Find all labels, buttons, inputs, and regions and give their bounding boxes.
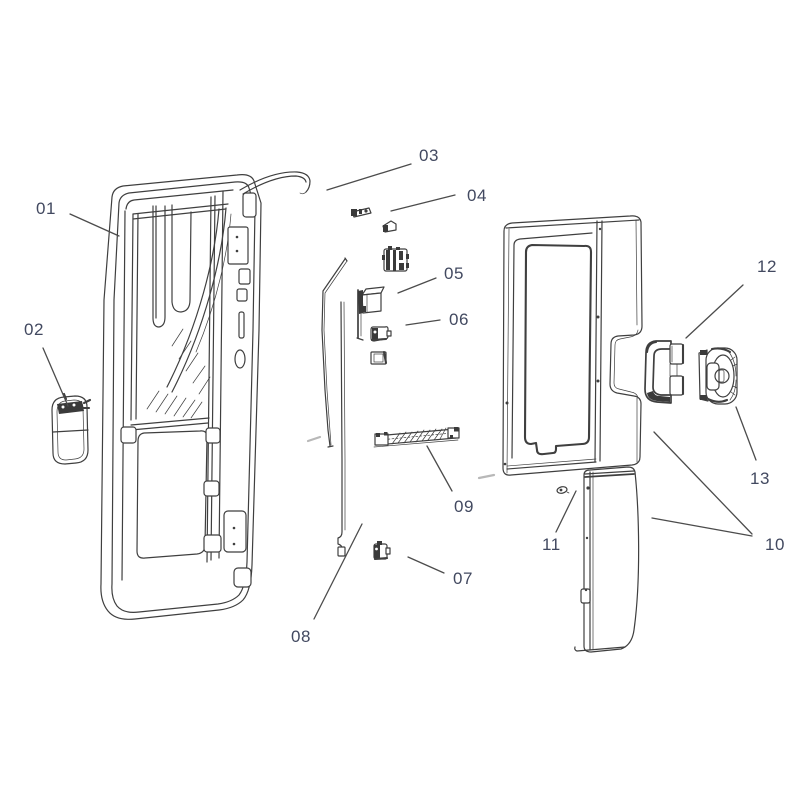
part-label-02: 02 [24, 320, 45, 339]
threshold-rail-part-09 [373, 427, 460, 448]
lock-mechanism-part-05 [356, 246, 409, 341]
door-handle-part-12 [644, 340, 685, 404]
part-label-11: 11 [542, 535, 561, 554]
part-label-07: 07 [453, 569, 474, 588]
part-label-01: 01 [36, 199, 57, 218]
part-label-10: 10 [765, 535, 786, 554]
hinge-bracket-part-02 [51, 392, 92, 465]
leader-lines [42, 163, 757, 620]
part-label-13: 13 [750, 469, 771, 488]
part-label-05: 05 [444, 264, 465, 283]
part-label-12: 12 [757, 257, 778, 276]
door-outer-panel-part-10 [502, 215, 643, 476]
striker-clip-part-06 [370, 326, 392, 365]
screw-part-11 [556, 486, 570, 494]
latch-clip-part-07 [373, 541, 391, 561]
part-label-04: 04 [467, 186, 488, 205]
lock-barrel-part-13 [698, 347, 738, 405]
door-lower-panel-part-10 [477, 466, 640, 653]
locking-rod-part-08 [306, 257, 348, 557]
door-inner-frame-part-01 [100, 174, 262, 620]
part-label-08: 08 [291, 627, 312, 646]
part-label-03: 03 [419, 146, 440, 165]
door-seal-strip-part-03 [239, 171, 311, 195]
rivet-clip-part-04 [351, 207, 397, 233]
part-label-09: 09 [454, 497, 475, 516]
part-label-06: 06 [449, 310, 470, 329]
